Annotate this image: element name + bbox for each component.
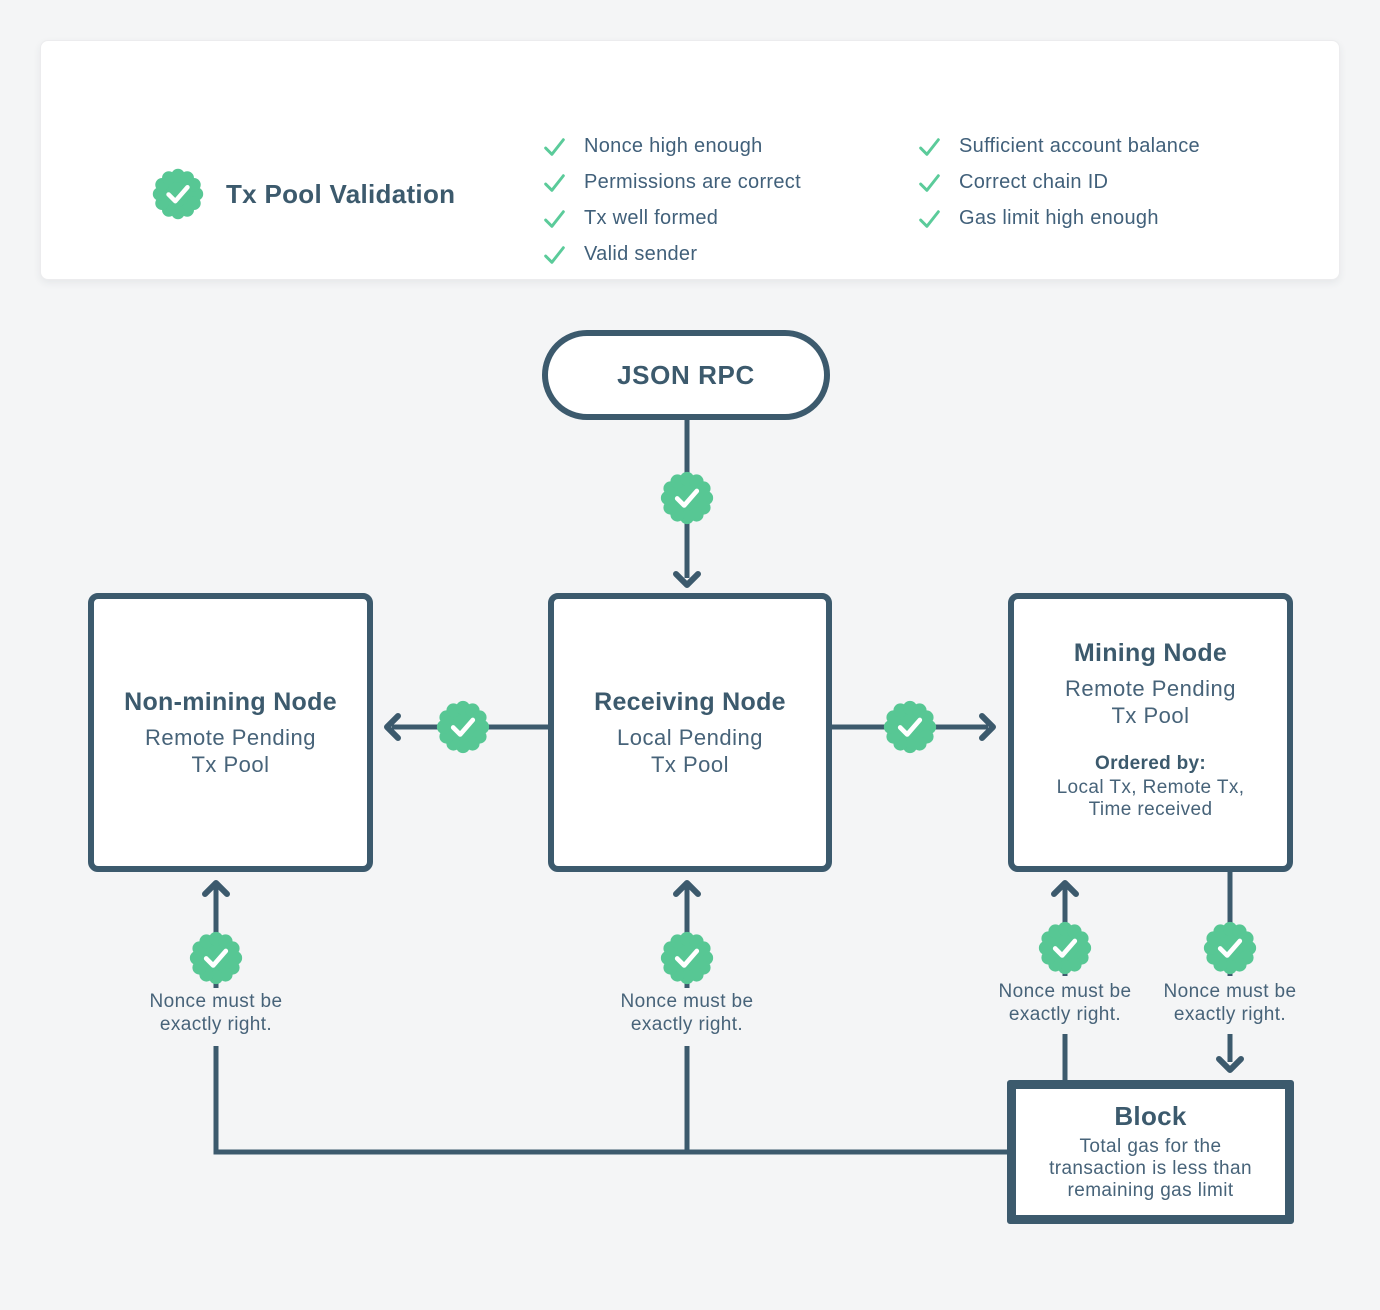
check-icon xyxy=(542,134,567,159)
receiving-node-box: Receiving Node Local Pending Tx Pool xyxy=(548,593,832,872)
node-title: Receiving Node xyxy=(594,687,786,716)
block-title: Block xyxy=(1114,1101,1187,1131)
validation-seal-icon xyxy=(1202,920,1258,976)
arrowhead-left-icon xyxy=(384,713,401,741)
check-icon xyxy=(542,170,567,195)
connector-nonmining-to-block xyxy=(213,1046,1007,1155)
checklist-item-label: Correct chain ID xyxy=(959,170,1109,193)
checklist-item-label: Gas limit high enough xyxy=(959,206,1159,229)
check-icon xyxy=(542,206,567,231)
checklist-item: Valid sender xyxy=(542,236,801,272)
nonce-note: Nonce must be exactly right. xyxy=(620,991,754,1035)
non-mining-node-box: Non-mining Node Remote Pending Tx Pool xyxy=(88,593,373,872)
validation-seal-icon xyxy=(882,699,938,755)
checklist-item: Permissions are correct xyxy=(542,164,801,200)
ordered-by-label: Ordered by: xyxy=(1095,753,1206,774)
checklist-item: Correct chain ID xyxy=(917,164,1200,200)
node-subtitle: Remote Pending Tx Pool xyxy=(1065,676,1236,728)
validation-checklist-left: Nonce high enough Permissions are correc… xyxy=(542,128,801,272)
legend-title: Tx Pool Validation xyxy=(226,179,456,209)
node-title: Non-mining Node xyxy=(124,687,337,716)
arrowhead-up-icon xyxy=(202,880,230,897)
checklist-item-label: Nonce high enough xyxy=(584,134,763,157)
check-icon xyxy=(917,134,942,159)
arrowhead-down-icon xyxy=(673,571,701,588)
validation-seal-icon xyxy=(659,470,715,526)
legend-card: Tx Pool Validation Nonce high enough Per… xyxy=(40,40,1340,280)
arrowhead-up-icon xyxy=(673,880,701,897)
checklist-item: Nonce high enough xyxy=(542,128,801,164)
ordered-by-body: Local Tx, Remote Tx, Time received xyxy=(1056,777,1245,820)
arrowhead-up-icon xyxy=(1051,880,1079,897)
validation-seal-icon xyxy=(188,930,244,986)
node-subtitle: Remote Pending Tx Pool xyxy=(145,724,316,777)
json-rpc-label: JSON RPC xyxy=(617,359,755,390)
validation-seal-icon xyxy=(151,167,205,221)
mining-node-box: Mining Node Remote Pending Tx Pool Order… xyxy=(1008,593,1293,872)
validation-seal-icon xyxy=(1037,920,1093,976)
validation-checklist-right: Sufficient account balance Correct chain… xyxy=(917,128,1200,236)
checklist-item: Tx well formed xyxy=(542,200,801,236)
nonce-note: Nonce must be exactly right. xyxy=(1163,981,1297,1025)
nonce-note: Nonce must be exactly right. xyxy=(998,981,1132,1025)
checklist-item-label: Sufficient account balance xyxy=(959,134,1200,157)
check-icon xyxy=(917,206,942,231)
checklist-item: Gas limit high enough xyxy=(917,200,1200,236)
block-box: Block Total gas for the transaction is l… xyxy=(1007,1080,1294,1224)
checklist-item-label: Valid sender xyxy=(584,242,698,265)
nonce-note: Nonce must be exactly right. xyxy=(149,991,283,1035)
node-title: Mining Node xyxy=(1073,639,1228,667)
arrowhead-down-icon xyxy=(1216,1056,1244,1073)
validation-seal-icon xyxy=(435,699,491,755)
checklist-item-label: Permissions are correct xyxy=(584,170,801,193)
json-rpc-node: JSON RPC xyxy=(542,330,830,420)
checklist-item: Sufficient account balance xyxy=(917,128,1200,164)
check-icon xyxy=(542,242,567,267)
block-body: Total gas for the transaction is less th… xyxy=(1049,1136,1252,1201)
validation-seal-icon xyxy=(659,930,715,986)
arrowhead-right-icon xyxy=(979,713,996,741)
check-icon xyxy=(917,170,942,195)
checklist-item-label: Tx well formed xyxy=(584,206,719,229)
node-subtitle: Local Pending Tx Pool xyxy=(617,724,763,777)
